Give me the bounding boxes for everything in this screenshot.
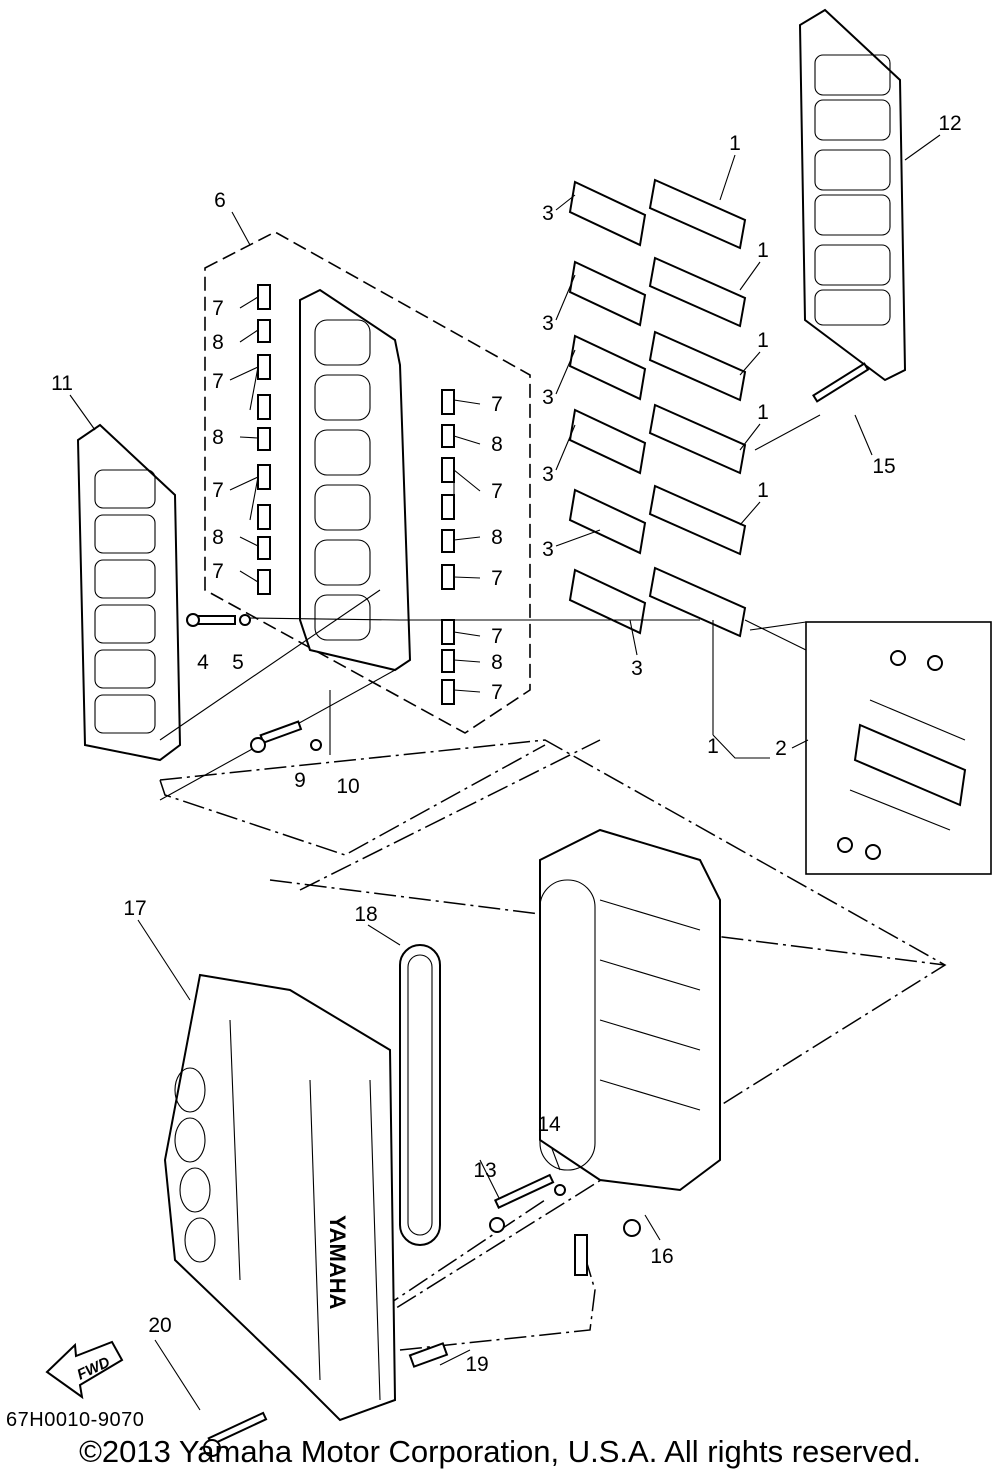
callout: 1 xyxy=(757,239,769,262)
callout: 5 xyxy=(232,651,244,674)
fwd-arrow-icon: FWD xyxy=(45,1340,124,1400)
callout: 7 xyxy=(491,681,503,704)
bolts-and-washers xyxy=(186,362,870,1457)
callout: 11 xyxy=(51,372,73,395)
leader-lines xyxy=(69,134,941,1411)
callout: 3 xyxy=(631,657,643,680)
copyright: ©2013 Yamaha Motor Corporation, U.S.A. A… xyxy=(79,1434,921,1469)
callout: 3 xyxy=(542,538,554,561)
callout: 1 xyxy=(757,479,769,502)
callout: 3 xyxy=(542,312,554,335)
callout: 7 xyxy=(491,393,503,416)
gasket-12 xyxy=(798,8,907,382)
callout: 8 xyxy=(212,331,224,354)
intake-manifold xyxy=(299,288,412,672)
callout: 3 xyxy=(542,202,554,225)
callout: 14 xyxy=(537,1113,561,1136)
callout: 1 xyxy=(757,329,769,352)
callout: 3 xyxy=(542,463,554,486)
assembly-6-boundary xyxy=(204,231,531,734)
reed-gaskets xyxy=(568,180,647,635)
callout: 7 xyxy=(491,567,503,590)
callout: 1 xyxy=(707,735,719,758)
callout: 7 xyxy=(212,479,224,502)
callout: 15 xyxy=(872,455,895,478)
callout: 3 xyxy=(542,386,554,409)
callout: 8 xyxy=(212,426,224,449)
reed-valve-detail-inset xyxy=(805,621,992,875)
callout: 8 xyxy=(491,526,503,549)
callout: 12 xyxy=(938,112,961,135)
callout: 8 xyxy=(491,651,503,674)
callout: 9 xyxy=(294,769,306,792)
callout: 17 xyxy=(123,897,146,920)
callout: 7 xyxy=(212,297,224,320)
callout: 18 xyxy=(354,903,377,926)
part-code: 67H0010-9070 xyxy=(6,1409,145,1431)
callout: 1 xyxy=(729,132,741,155)
intake-silencer-cover-17: YAMAHA xyxy=(163,973,397,1422)
fittings xyxy=(257,284,455,705)
cover-logo: YAMAHA xyxy=(325,1215,350,1310)
callout: 10 xyxy=(336,775,359,798)
callout: 19 xyxy=(465,1353,488,1376)
callout: 1 xyxy=(757,401,769,424)
reed-valves xyxy=(648,178,747,638)
gasket-11 xyxy=(76,423,182,762)
callout: 7 xyxy=(212,370,224,393)
callout: 7 xyxy=(491,625,503,648)
seal-18 xyxy=(399,944,441,1246)
cylinder-block xyxy=(539,828,721,1192)
callout: 4 xyxy=(197,651,209,674)
callout: 13 xyxy=(473,1159,496,1182)
callout: 20 xyxy=(148,1314,171,1337)
callout-labels: 1 1 1 1 1 1 2 3 3 3 3 3 3 4 5 6 7 7 7 7 … xyxy=(51,112,962,1376)
callout: 6 xyxy=(214,189,226,212)
callout: 8 xyxy=(212,526,224,549)
callout: 7 xyxy=(212,560,224,583)
callout: 8 xyxy=(491,433,503,456)
callout: 2 xyxy=(775,737,787,760)
callout: 7 xyxy=(491,480,503,503)
callout: 16 xyxy=(650,1245,673,1268)
